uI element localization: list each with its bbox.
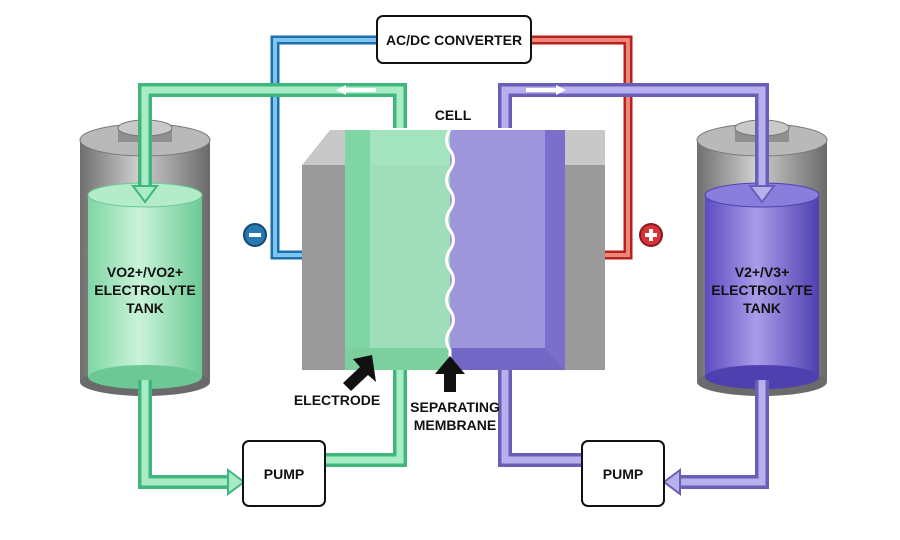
membrane-pointer-icon: [435, 356, 465, 392]
converter-label: AC/DC CONVERTER: [386, 32, 522, 48]
cell: CELL: [302, 107, 605, 370]
electrode-label: ELECTRODE: [294, 392, 380, 408]
left-tank-label-line1: VO2+/VO2+: [107, 264, 183, 280]
positive-terminal-icon: [639, 223, 663, 247]
cell-purple-half: [450, 130, 565, 370]
cell-label: CELL: [435, 107, 472, 123]
right-tank-fluid: [704, 182, 820, 389]
negative-wire: [270, 35, 378, 260]
right-pump-label: PUMP: [603, 466, 643, 482]
green-supply-pipe: [138, 348, 414, 496]
membrane-label-line1: SEPARATING: [410, 399, 500, 415]
purple-return-pipe: [498, 83, 776, 204]
left-pump-label: PUMP: [264, 466, 304, 482]
left-pump: PUMP: [242, 440, 326, 507]
flow-arrow-left-icon: [336, 85, 376, 95]
left-tank-fluid: [87, 182, 203, 389]
positive-wire: [530, 35, 633, 260]
flow-arrow-right-icon: [526, 85, 566, 95]
membrane-label-line2: MEMBRANE: [414, 417, 496, 433]
left-tank-label-line2: ELECTROLYTE: [94, 282, 195, 298]
left-tank-label-line3: TANK: [126, 300, 164, 316]
ac-dc-converter: AC/DC CONVERTER: [376, 15, 532, 64]
negative-terminal-icon: [243, 223, 267, 247]
green-return-pipe: [131, 83, 407, 204]
right-tank-label-line1: V2+/V3+: [735, 264, 790, 280]
separating-membrane: [445, 129, 455, 370]
right-pump: PUMP: [581, 440, 665, 507]
electrode-pointer-icon: [343, 355, 376, 391]
right-tank-label-line2: ELECTROLYTE: [711, 282, 812, 298]
right-tank-label-line3: TANK: [743, 300, 781, 316]
purple-supply-pipe: [491, 348, 769, 496]
cell-green-half: [345, 130, 450, 370]
